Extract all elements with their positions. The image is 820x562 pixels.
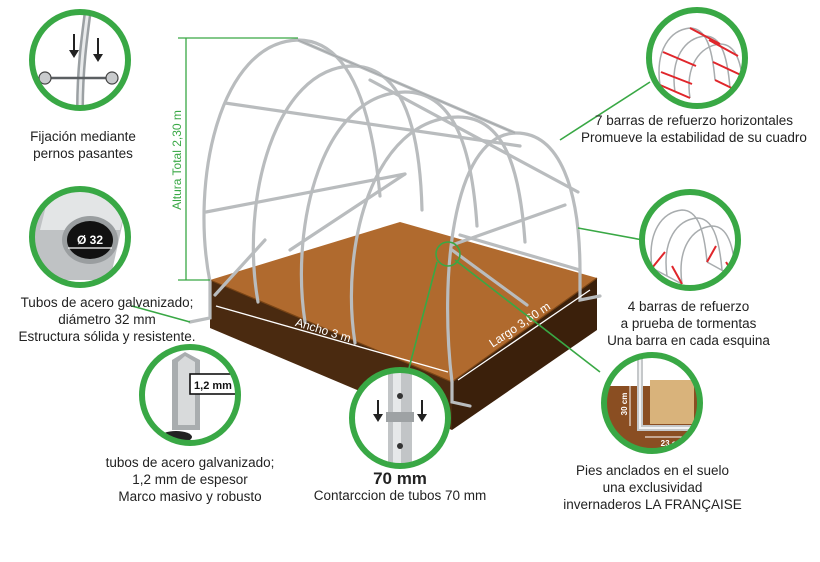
horizontal-bars-caption: 7 barras de refuerzo horizontales Promue… xyxy=(581,113,807,145)
width-dimension xyxy=(215,305,449,373)
anchor-height-label: 30 cm xyxy=(620,393,629,416)
tube-diameter-callout: Ø 32 xyxy=(29,186,131,288)
storm-bars-caption: 4 barras de refuerzo a prueba de torment… xyxy=(607,299,770,348)
anchor-feet-callout: 30 cm 23 cm xyxy=(601,352,703,454)
connection-caption: 70 mm Contarccion de tubos 70 mm xyxy=(300,470,500,504)
height-dimension xyxy=(178,37,298,281)
thickness-callout: 1,2 mm xyxy=(139,344,241,446)
leader-lines xyxy=(131,81,651,373)
connection-marker xyxy=(435,241,461,267)
bolt-caption: Fijación mediante pernos pasantes xyxy=(30,129,136,161)
storm-bars-callout xyxy=(639,189,741,291)
height-label: Altura Total 2,30 m xyxy=(170,110,184,210)
thickness-badge: 1,2 mm xyxy=(194,380,232,392)
length-dimension xyxy=(457,289,591,381)
bolt-detail-callout xyxy=(29,9,131,111)
tube-connection-callout xyxy=(349,367,451,469)
connection-subtitle: Contarccion de tubos 70 mm xyxy=(313,488,487,503)
anchor-caption: Pies anclados en el suelo una exclusivid… xyxy=(563,463,742,512)
thickness-caption: tubos de acero galvanizado; 1,2 mm de es… xyxy=(105,455,275,504)
horizontal-bars-callout xyxy=(646,7,748,109)
connection-title: 70 mm xyxy=(373,469,427,488)
tube-caption: Tubos de acero galvanizado; diámetro 32 … xyxy=(18,295,196,344)
diameter-badge: Ø 32 xyxy=(77,233,103,247)
